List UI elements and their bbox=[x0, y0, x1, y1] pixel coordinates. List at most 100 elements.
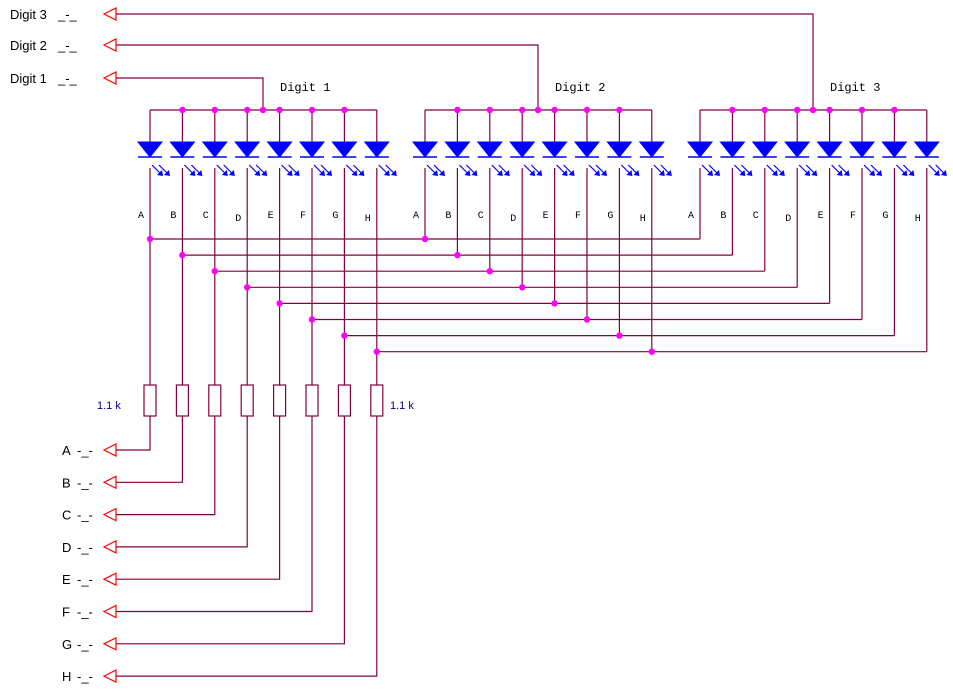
led-light-arrowhead bbox=[164, 170, 170, 176]
segment-pin-label: H bbox=[365, 214, 371, 225]
segment-port-label: E bbox=[62, 572, 71, 587]
segment-input-wire bbox=[116, 416, 378, 677]
led-light-arrowhead bbox=[464, 170, 471, 176]
digit-select-wire bbox=[116, 44, 539, 110]
led-light-arrowhead bbox=[351, 170, 358, 176]
junction-node bbox=[211, 268, 218, 275]
junction-node bbox=[211, 106, 218, 114]
led-light-arrowhead bbox=[358, 170, 365, 176]
led-light-arrowhead bbox=[933, 170, 940, 176]
segment-pin-label: C bbox=[478, 211, 484, 222]
resistor bbox=[143, 384, 157, 417]
led-light-arrowhead bbox=[503, 170, 510, 176]
led-light-arrowhead bbox=[157, 170, 163, 176]
resistor bbox=[305, 384, 319, 417]
junction-node bbox=[259, 106, 267, 114]
led-light-arrowhead bbox=[383, 170, 390, 176]
led-diode bbox=[573, 141, 601, 158]
segment-pin-label: C bbox=[753, 211, 759, 222]
junction-node bbox=[486, 268, 493, 275]
junction-node bbox=[729, 106, 736, 114]
digit-select-wire bbox=[116, 13, 814, 110]
led-light-arrowhead bbox=[228, 170, 235, 176]
led-light-arrowhead bbox=[665, 170, 672, 176]
segment-pin-label: B bbox=[720, 211, 726, 222]
resistor bbox=[273, 384, 287, 417]
resistor-value-label: 1.1 k bbox=[390, 400, 414, 412]
led-diode bbox=[881, 141, 908, 158]
led-diode bbox=[476, 141, 503, 158]
led-diode bbox=[913, 141, 940, 158]
digit-port-arrow bbox=[102, 7, 117, 21]
segment-pin-label: E bbox=[818, 211, 824, 222]
display-label: Digit 2 bbox=[555, 81, 605, 95]
junction-node bbox=[616, 332, 623, 339]
led-diode bbox=[509, 141, 536, 158]
led-light-arrowhead bbox=[601, 170, 607, 176]
segment-pin-label: D bbox=[510, 214, 516, 225]
led-diode bbox=[444, 141, 471, 158]
segment-pin-label: H bbox=[640, 214, 646, 225]
led-light-arrowhead bbox=[536, 170, 543, 176]
led-diode bbox=[169, 141, 196, 158]
segment-pin-label: F bbox=[575, 211, 581, 222]
led-diode bbox=[136, 141, 164, 158]
junction-node bbox=[519, 284, 526, 291]
junction-node bbox=[179, 251, 186, 259]
led-light-arrowhead bbox=[293, 170, 300, 176]
led-light-arrowhead bbox=[901, 170, 908, 176]
segment-port-arrow bbox=[102, 636, 117, 651]
junction-node bbox=[826, 106, 833, 114]
junction-node bbox=[454, 106, 461, 114]
junction-node bbox=[308, 316, 316, 323]
resistor bbox=[208, 384, 222, 417]
led-diode bbox=[541, 141, 568, 158]
junction-node bbox=[373, 348, 380, 355]
display-label: Digit 3 bbox=[830, 81, 880, 95]
segment-port-label: F bbox=[62, 605, 70, 620]
segment-pin-label: F bbox=[300, 211, 306, 222]
segment-port-suffix: -_- bbox=[77, 508, 93, 523]
resistor bbox=[337, 384, 351, 417]
segment-pin-label: F bbox=[850, 211, 856, 222]
junction-node bbox=[534, 106, 542, 114]
led-light-arrowhead bbox=[326, 170, 332, 176]
led-light-arrowhead bbox=[876, 170, 882, 176]
segment-port-label: C bbox=[62, 508, 71, 523]
led-light-arrowhead bbox=[843, 170, 850, 176]
junction-node bbox=[341, 332, 348, 339]
led-diode bbox=[719, 141, 746, 158]
led-light-arrowhead bbox=[836, 170, 843, 176]
segment-input-wire bbox=[116, 416, 313, 613]
led-light-arrowhead bbox=[390, 170, 397, 176]
junction-node bbox=[146, 235, 154, 243]
junction-node bbox=[583, 106, 591, 114]
junction-node bbox=[794, 106, 801, 114]
led-diode bbox=[848, 141, 876, 158]
segment-input-wire bbox=[116, 416, 248, 548]
resistor-value-label: 1.1 k bbox=[97, 400, 121, 412]
led-diode bbox=[606, 141, 633, 158]
segment-pin-label: H bbox=[915, 214, 921, 225]
segment-pin-label: A bbox=[413, 211, 419, 222]
led-light-arrowhead bbox=[189, 170, 196, 176]
junction-node bbox=[454, 251, 461, 259]
segment-pin-label: A bbox=[138, 211, 144, 222]
digit-port-suffix: _-_ bbox=[57, 38, 78, 53]
junction-node bbox=[519, 106, 526, 114]
segment-port-arrow bbox=[102, 539, 117, 554]
segment-port-suffix: -_- bbox=[77, 572, 93, 587]
junction-node bbox=[341, 106, 348, 114]
segment-input-wire bbox=[116, 416, 183, 483]
led-light-arrowhead bbox=[804, 170, 811, 176]
led-diode bbox=[363, 141, 390, 158]
led-diode bbox=[201, 141, 228, 158]
led-light-arrowhead bbox=[739, 170, 746, 176]
junction-node bbox=[551, 106, 558, 114]
segment-pin-label: C bbox=[203, 211, 209, 222]
junction-node bbox=[276, 106, 283, 114]
segment-pin-label: B bbox=[170, 211, 176, 222]
digit-select-wire bbox=[116, 77, 264, 110]
junction-node bbox=[276, 300, 283, 307]
segment-port-arrow bbox=[102, 443, 117, 457]
